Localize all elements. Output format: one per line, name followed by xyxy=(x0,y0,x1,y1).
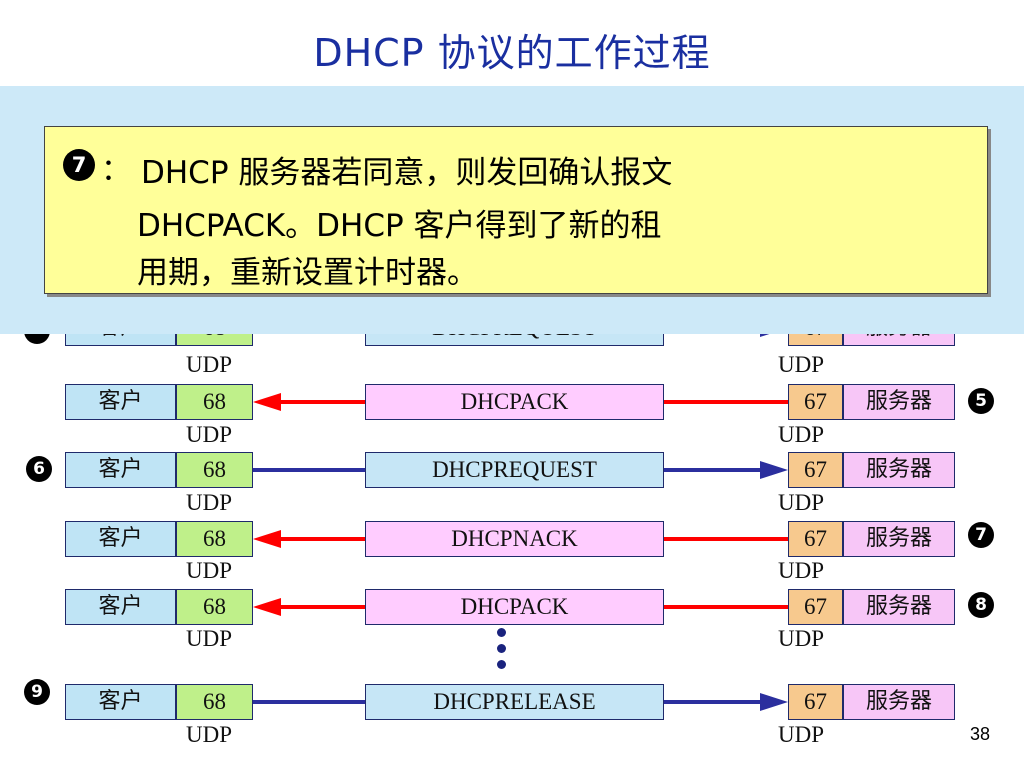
server-box: 服务器 xyxy=(843,521,955,557)
client-transport: UDP xyxy=(186,422,233,447)
server-box: 服务器 xyxy=(843,589,955,625)
server-box: 服务器 xyxy=(843,452,955,488)
client-port: 68 xyxy=(176,521,253,557)
client-box: 客户 xyxy=(65,452,176,488)
slide-title: DHCP 协议的工作过程 xyxy=(313,31,711,75)
client-box: 客户 xyxy=(65,384,176,420)
page-number: 38 xyxy=(970,724,991,744)
message-box: DHCPRELEASE xyxy=(365,684,664,720)
note-colon: ： xyxy=(101,153,131,188)
client-transport: UDP xyxy=(186,626,233,651)
server-port: 67 xyxy=(788,589,843,625)
server-transport: UDP xyxy=(778,558,825,583)
client-transport: UDP xyxy=(186,490,233,515)
server-port: 67 xyxy=(788,521,843,557)
note-line-1: DHCP 服务器若同意，则发回确认报文 xyxy=(141,155,673,191)
server-transport: UDP xyxy=(778,490,825,515)
server-port: 67 xyxy=(788,384,843,420)
note-step-marker: 7 xyxy=(63,149,95,181)
client-transport: UDP xyxy=(186,352,233,377)
server-box: 服务器 xyxy=(843,684,955,720)
client-port: 68 xyxy=(176,384,253,420)
client-transport: UDP xyxy=(186,558,233,583)
message-box: DHCPREQUEST xyxy=(365,452,664,488)
note-line-2: DHCPACK。DHCP 客户得到了新的租 xyxy=(137,208,662,244)
arrow-head-left xyxy=(253,530,281,548)
server-box: 服务器 xyxy=(843,384,955,420)
step-marker-7: 7 xyxy=(968,522,994,548)
message-box: DHCPNACK xyxy=(365,521,664,557)
arrow-head-left xyxy=(253,598,281,616)
server-transport: UDP xyxy=(778,722,825,747)
arrow-head-right xyxy=(760,693,788,711)
client-transport: UDP xyxy=(186,722,233,747)
continuation-dots xyxy=(497,628,507,672)
server-transport: UDP xyxy=(778,422,825,447)
server-port: 67 xyxy=(788,684,843,720)
arrow-head-left xyxy=(253,393,281,411)
client-box: 客户 xyxy=(65,684,176,720)
client-port: 68 xyxy=(176,452,253,488)
server-transport: UDP xyxy=(778,352,825,377)
step-marker-9: 9 xyxy=(24,679,50,705)
step-marker-5: 5 xyxy=(968,388,994,414)
message-box: DHCPACK xyxy=(365,384,664,420)
note-line-3: 用期，重新设置计时器。 xyxy=(137,255,478,291)
client-box: 客户 xyxy=(65,589,176,625)
callout-note: 7 ： DHCP 服务器若同意，则发回确认报文 DHCPACK。DHCP 客户得… xyxy=(44,126,988,294)
client-port: 68 xyxy=(176,684,253,720)
client-port: 68 xyxy=(176,589,253,625)
server-transport: UDP xyxy=(778,626,825,651)
message-box: DHCPACK xyxy=(365,589,664,625)
step-marker-6: 6 xyxy=(26,456,52,482)
server-port: 67 xyxy=(788,452,843,488)
client-box: 客户 xyxy=(65,521,176,557)
step-marker-8: 8 xyxy=(968,592,994,618)
arrow-head-right xyxy=(760,461,788,479)
